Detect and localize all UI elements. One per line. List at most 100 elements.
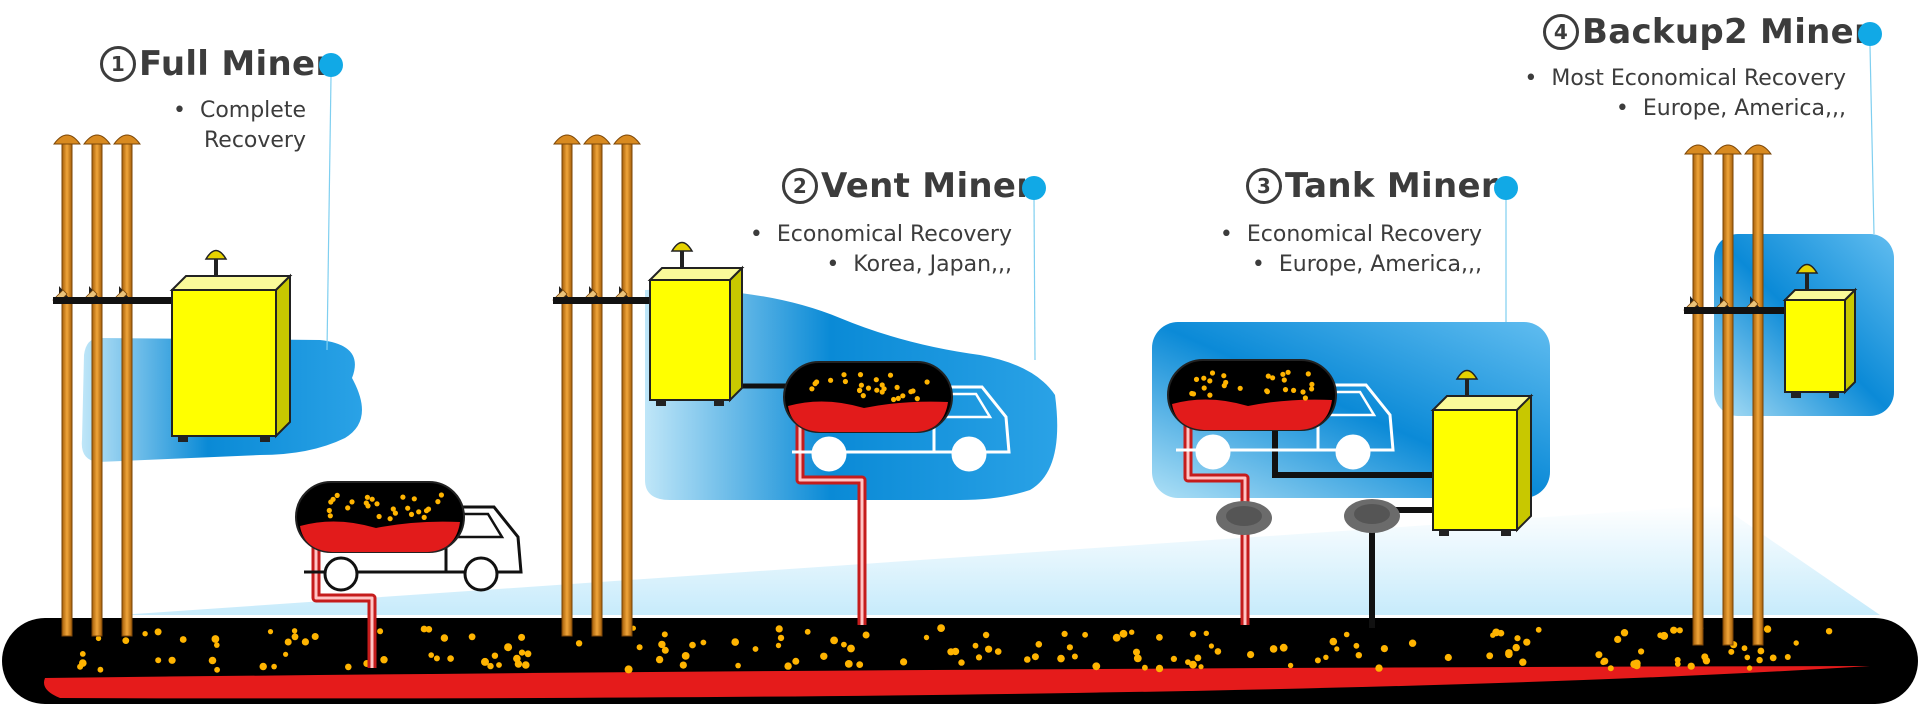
tank-particle	[327, 513, 333, 519]
miner-1-name: Full Miner	[139, 44, 333, 84]
particle	[211, 635, 220, 643]
tank-particle	[1201, 385, 1207, 391]
tank-particle	[1189, 390, 1195, 397]
particle	[1189, 660, 1197, 669]
antenna-dome	[670, 241, 694, 252]
particle	[735, 662, 741, 669]
particle	[947, 648, 955, 656]
cabinet-front	[1784, 299, 1846, 393]
tank-particle	[1309, 386, 1315, 392]
particle	[1670, 626, 1678, 634]
miner-1-marker-dot	[319, 53, 343, 77]
particle	[804, 628, 811, 635]
miner-4-bullet-2: Europe, America,,,	[1616, 96, 1846, 121]
tank-trucks	[295, 359, 1395, 592]
particle	[844, 660, 853, 668]
particle	[1741, 645, 1748, 652]
tank-particle	[1282, 387, 1289, 393]
pole-cap	[553, 134, 581, 145]
particle	[345, 663, 352, 671]
cabinet-front	[171, 289, 277, 437]
tank-particle	[1193, 376, 1200, 382]
particle	[1189, 630, 1197, 638]
pipes	[311, 356, 1438, 668]
pole-cap	[83, 134, 111, 145]
particle	[154, 628, 162, 636]
tank-particle	[387, 516, 393, 522]
miner-1-bullet-2: Recovery	[203, 128, 306, 153]
tank-particle	[1305, 371, 1311, 377]
particle	[731, 638, 739, 646]
truck-wheel	[951, 436, 987, 472]
particle	[79, 659, 87, 667]
pole-group-4	[1683, 144, 1790, 646]
particle	[958, 659, 965, 666]
tank-particle	[895, 395, 901, 401]
tank-particle	[345, 505, 351, 511]
tank-particle	[328, 499, 334, 505]
particle	[468, 633, 476, 641]
tank-particle	[924, 379, 930, 385]
pole-cap	[113, 134, 141, 145]
truck-vent-miner	[783, 361, 1011, 472]
particle	[775, 625, 783, 633]
cabinet-side	[275, 273, 291, 439]
reservoir-particles	[77, 624, 1833, 674]
manifold-bar	[53, 297, 178, 304]
particle	[1621, 629, 1628, 636]
antenna-dome	[1795, 263, 1819, 274]
pole-cap	[1714, 144, 1742, 155]
oil-layer	[44, 666, 1870, 699]
pole	[621, 141, 633, 637]
particle	[1329, 637, 1338, 646]
particle	[79, 651, 86, 657]
cabinet-front	[1432, 409, 1518, 531]
cabinet-side	[729, 265, 743, 403]
particle	[1408, 639, 1417, 647]
miner-3-number: 3	[1246, 168, 1282, 204]
particle	[1170, 655, 1177, 663]
tank-particle	[910, 388, 916, 394]
cabinet-foot	[1791, 392, 1801, 398]
particle	[784, 662, 792, 670]
particle	[679, 661, 687, 669]
tank-particle	[1300, 389, 1306, 395]
particle	[142, 631, 148, 637]
antenna-mast	[680, 250, 684, 268]
tank-particle	[1291, 387, 1297, 393]
particle	[1279, 643, 1288, 652]
particle	[1203, 630, 1210, 636]
particle	[1119, 629, 1128, 638]
particle	[1746, 665, 1753, 671]
truck-full-miner	[295, 481, 523, 592]
particle	[1343, 631, 1350, 638]
particle	[291, 628, 298, 634]
tank-particle	[874, 387, 880, 393]
particle	[95, 635, 102, 642]
truck-wheel	[463, 556, 499, 592]
manifold-bar	[553, 297, 660, 304]
particle	[752, 646, 759, 652]
antenna-mast	[214, 258, 218, 276]
particle	[1214, 648, 1222, 655]
tank-particle	[809, 386, 815, 392]
tank-particle	[879, 382, 885, 388]
particle	[481, 657, 489, 666]
particle	[284, 638, 292, 646]
tank-particle	[1223, 379, 1229, 386]
truck-tank-oil	[300, 521, 460, 552]
particle	[923, 634, 930, 641]
particle	[122, 637, 130, 644]
cabinet-tank-miner	[1430, 369, 1534, 536]
particle	[1687, 662, 1695, 670]
tank-particle	[1221, 373, 1227, 379]
particle	[1486, 652, 1494, 660]
particle	[658, 640, 666, 649]
miner-2-name: Vent Miner	[821, 166, 1034, 206]
particle	[1614, 635, 1622, 644]
particle	[1155, 664, 1164, 673]
pole-group-2	[552, 134, 660, 637]
particle	[377, 628, 384, 635]
